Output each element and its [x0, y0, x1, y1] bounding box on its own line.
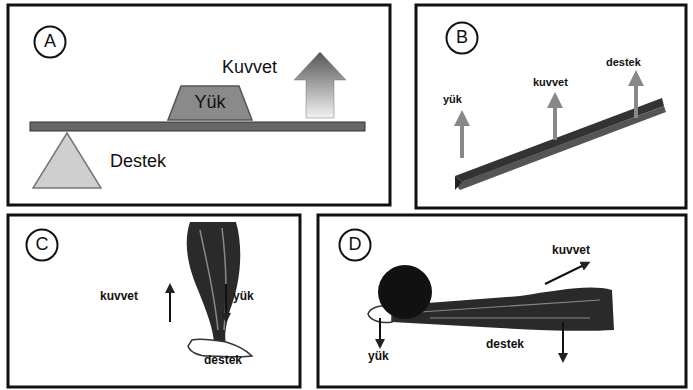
panel-letter: D [349, 235, 362, 255]
panel-letter-circle: D [338, 228, 372, 262]
panel-frame [8, 5, 686, 387]
load-label: yük [443, 93, 462, 105]
load-label: Yük [194, 93, 225, 113]
load-label: yük [233, 290, 254, 303]
arm-muscle [368, 265, 614, 331]
panel-letter-circle: B [445, 21, 479, 55]
force-arrow [380, 264, 586, 358]
force-label: Kuvvet [222, 58, 277, 78]
force-label: kuvvet [533, 76, 568, 88]
force-label: kuvvet [552, 244, 590, 257]
panel-letter: A [44, 32, 56, 52]
force-label: kuvvet [100, 290, 138, 303]
fulcrum-triangle [33, 133, 101, 188]
lever-beam [30, 122, 365, 131]
load-block: Yük [167, 85, 253, 121]
fulcrum-label: destek [486, 338, 524, 351]
fulcrum-label: Destek [110, 152, 166, 172]
force-arrow [294, 52, 346, 118]
load-label: yük [368, 350, 389, 363]
fulcrum-label: destek [606, 56, 641, 68]
panel-letter-circle: A [33, 25, 67, 59]
force-arrow [170, 284, 226, 322]
panel-letter-circle: C [25, 228, 59, 262]
panel-letter: C [36, 235, 49, 255]
fulcrum-label: destek [204, 354, 242, 367]
force-arrow [462, 78, 636, 158]
panel-letter: B [456, 28, 468, 48]
